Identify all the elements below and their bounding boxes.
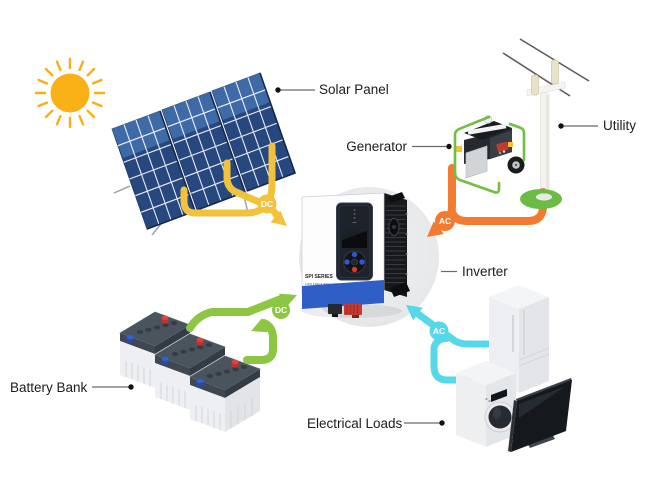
inverter-series-label: SPI SERIES [305, 274, 333, 280]
leader-lines [92, 89, 598, 424]
dc-wire-battery [186, 295, 285, 364]
ac-arrowhead-grid [427, 221, 444, 237]
dc-arrowhead-solar [270, 210, 287, 226]
dc-badge-solar: DC [257, 194, 277, 214]
sun-icon [34, 57, 106, 129]
dc-badge-battery: DC [272, 301, 290, 319]
dc-badge-solar-label: DC [261, 199, 273, 209]
label-inverter: Inverter [462, 264, 508, 279]
ac-badge-grid-label: AC [439, 216, 451, 226]
television [508, 378, 572, 452]
washing-machine [456, 361, 516, 447]
inverter-device: SPI SERIES LOW FREQUENCY SOLAR INVERTER [301, 192, 410, 318]
ac-badge-grid: AC [435, 211, 455, 231]
label-battery-bank: Battery Bank [10, 380, 88, 395]
dc-arrowhead-to-inverter [279, 293, 297, 309]
leader-dots [128, 87, 564, 426]
dc-arrowhead-to-battery [251, 318, 268, 333]
label-generator: Generator [346, 139, 407, 154]
label-solar-panel: Solar Panel [319, 82, 389, 97]
ac-badge-loads-label: AC [433, 326, 445, 336]
utility-pole [502, 38, 590, 201]
generator [453, 115, 526, 194]
ac-badge-loads: AC [429, 321, 449, 341]
label-electrical-loads: Electrical Loads [307, 416, 403, 431]
utility-pole-base [520, 189, 562, 209]
dc-badge-battery-label: DC [275, 305, 287, 315]
ac-arrowhead-loads [406, 305, 423, 321]
inverter-subtitle-label: LOW FREQUENCY SOLAR INVERTER [305, 282, 361, 286]
label-utility: Utility [603, 118, 636, 133]
